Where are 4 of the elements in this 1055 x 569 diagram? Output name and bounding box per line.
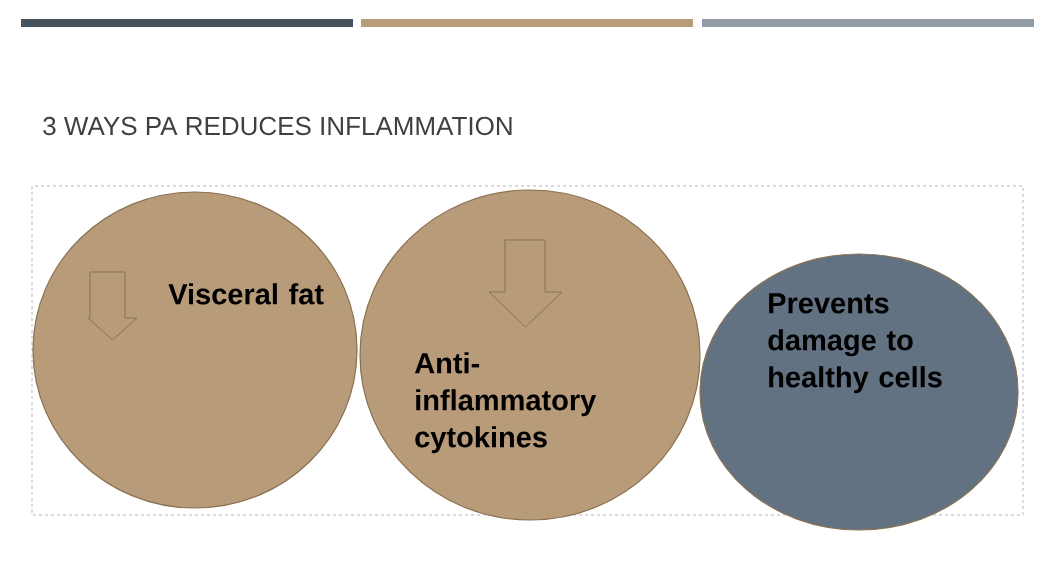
title: 3 WAYS PA REDUCES INFLAMMATION: [43, 116, 512, 136]
circle-label: Anti-inflammatory cytokines: [414, 352, 597, 454]
circle-label: Visceral fat: [168, 283, 324, 305]
circle-label: Prevents damage to healthy cells: [768, 293, 942, 394]
